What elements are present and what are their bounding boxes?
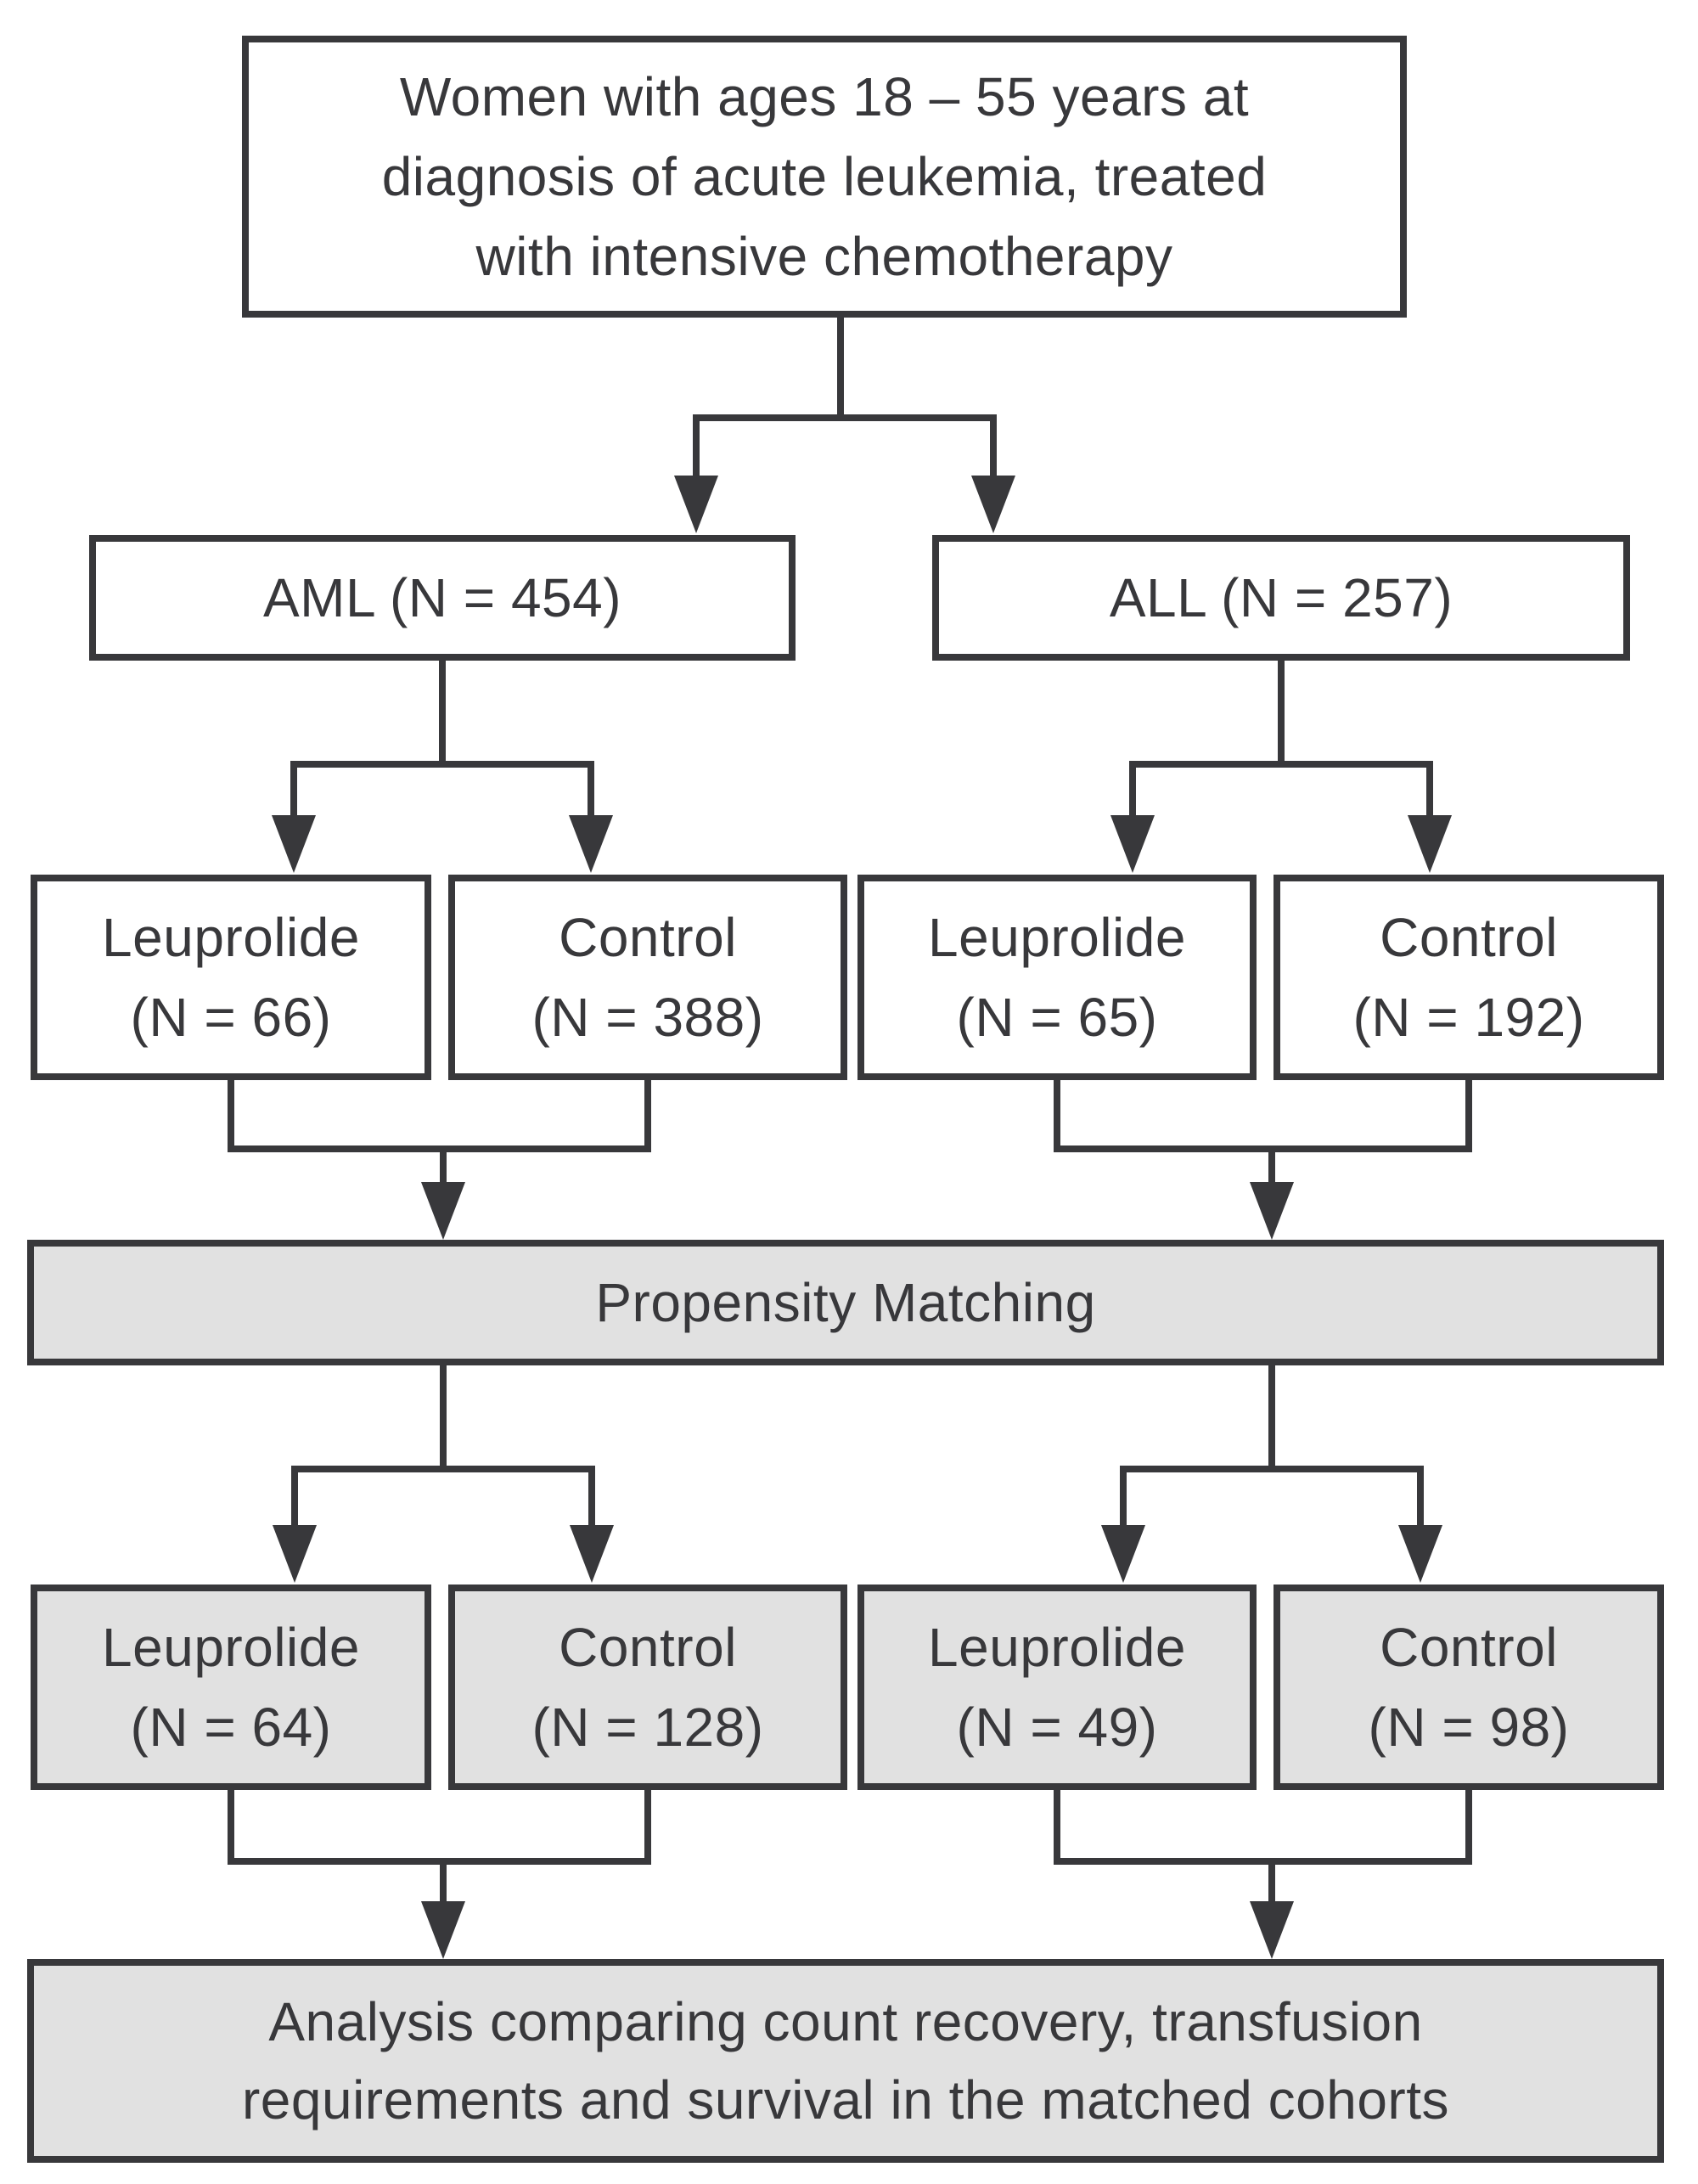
connector-line (1054, 1145, 1472, 1152)
connector-line (588, 761, 594, 819)
connector-line (1120, 1466, 1127, 1527)
connector-line (1054, 1080, 1060, 1152)
connector-line (1426, 761, 1433, 819)
arrowhead-down-icon (273, 1525, 317, 1583)
connector-line (644, 1790, 651, 1865)
arrowhead-down-icon (421, 1182, 465, 1240)
box-label: Propensity Matching (595, 1272, 1096, 1333)
box-n-value: (N = 192) (1352, 987, 1585, 1048)
box-label: Control (559, 1617, 737, 1678)
connector-line (290, 761, 297, 819)
connector-line (1268, 1365, 1275, 1472)
connector-line (1129, 761, 1136, 819)
arrowhead-down-icon (272, 815, 316, 873)
arrowhead-down-icon (1408, 815, 1452, 873)
connector-line (1054, 1790, 1060, 1865)
propensity-matching-box: Propensity Matching (27, 1240, 1664, 1365)
box-label: Control (1380, 907, 1558, 968)
connector-line (588, 1466, 595, 1527)
connector-line (228, 1858, 651, 1865)
box-n-value: (N = 64) (130, 1697, 332, 1758)
connector-line (1268, 1858, 1275, 1905)
all-leuprolide-box: Leuprolide (N = 65) (857, 875, 1257, 1080)
arrowhead-down-icon (1101, 1525, 1145, 1583)
aml-control-box: Control (N = 388) (448, 875, 847, 1080)
box-n-value: (N = 388) (531, 987, 764, 1048)
criteria-line: with intensive chemotherapy (475, 226, 1173, 287)
connector-line (439, 661, 446, 764)
box-n-value: (N = 128) (531, 1697, 764, 1758)
box-label: Control (559, 907, 737, 968)
connector-line (837, 318, 844, 419)
box-label: Leuprolide (102, 907, 360, 968)
arrowhead-down-icon (421, 1901, 465, 1959)
matched-aml-control-box: Control (N = 128) (448, 1585, 847, 1790)
matched-all-control-box: Control (N = 98) (1274, 1585, 1664, 1790)
connector-line (440, 1145, 447, 1186)
box-label: Control (1380, 1617, 1558, 1678)
connector-line (440, 1365, 447, 1472)
connector-line (290, 761, 594, 768)
arrowhead-down-icon (569, 815, 613, 873)
connector-line (1278, 661, 1285, 764)
box-n-value: (N = 66) (130, 987, 332, 1048)
connector-line (291, 1466, 298, 1527)
connector-line (291, 1466, 595, 1472)
connector-line (1465, 1790, 1472, 1865)
connector-line (1120, 1466, 1424, 1472)
box-label: ALL (N = 257) (1109, 567, 1453, 628)
arrowhead-down-icon (1250, 1901, 1294, 1959)
aml-leuprolide-box: Leuprolide (N = 66) (31, 875, 431, 1080)
matched-all-leuprolide-box: Leuprolide (N = 49) (857, 1585, 1257, 1790)
arrowhead-down-icon (570, 1525, 614, 1583)
all-control-box: Control (N = 192) (1274, 875, 1664, 1080)
criteria-line: diagnosis of acute leukemia, treated (381, 146, 1268, 207)
arrowhead-down-icon (674, 476, 718, 533)
connector-line (1465, 1080, 1472, 1152)
box-label: Leuprolide (102, 1617, 360, 1678)
connector-line (228, 1145, 651, 1152)
analysis-line: requirements and survival in the matched… (241, 2069, 1450, 2131)
connector-line (1129, 761, 1433, 768)
arrowhead-down-icon (1250, 1182, 1294, 1240)
arrowhead-down-icon (1398, 1525, 1442, 1583)
box-label: Leuprolide (928, 907, 1186, 968)
box-n-value: (N = 98) (1368, 1697, 1570, 1758)
connector-line (228, 1080, 234, 1152)
box-n-value: (N = 65) (956, 987, 1158, 1048)
connector-line (990, 414, 997, 479)
connector-line (1268, 1145, 1275, 1186)
box-label: AML (N = 454) (262, 567, 622, 628)
connector-line (693, 414, 997, 421)
box-n-value: (N = 49) (956, 1697, 1158, 1758)
connector-line (693, 414, 700, 479)
connector-line (644, 1080, 651, 1152)
arrowhead-down-icon (1110, 815, 1155, 873)
matched-aml-leuprolide-box: Leuprolide (N = 64) (31, 1585, 431, 1790)
connector-line (228, 1790, 234, 1865)
all-cohort-box: ALL (N = 257) (932, 535, 1630, 661)
box-label: Leuprolide (928, 1617, 1186, 1678)
aml-cohort-box: AML (N = 454) (89, 535, 796, 661)
connector-line (1417, 1466, 1424, 1527)
connector-line (440, 1858, 447, 1905)
arrowhead-down-icon (971, 476, 1015, 533)
connector-line (1054, 1858, 1472, 1865)
analysis-line: Analysis comparing count recovery, trans… (268, 1991, 1423, 2052)
criteria-line: Women with ages 18 – 55 years at (399, 66, 1250, 127)
eligibility-criteria-box: Women with ages 18 – 55 years at diagnos… (242, 36, 1407, 318)
analysis-box: Analysis comparing count recovery, trans… (27, 1959, 1664, 2163)
